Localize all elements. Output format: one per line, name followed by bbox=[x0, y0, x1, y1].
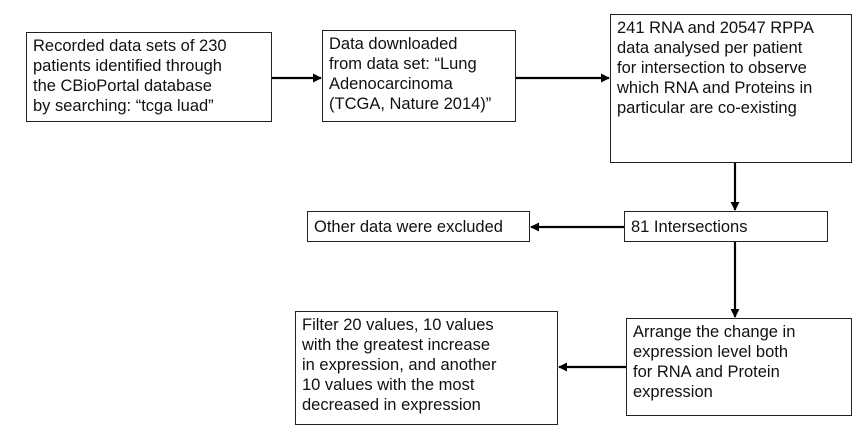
box-other-data-excluded: Other data were excluded bbox=[307, 211, 530, 242]
box-recorded-data-sets: Recorded data sets of 230 patients ident… bbox=[26, 32, 272, 122]
box-rna-rppa-analysis: 241 RNA and 20547 RPPA data analysed per… bbox=[610, 14, 852, 163]
box-data-downloaded: Data downloaded from data set: “Lung Ade… bbox=[322, 30, 516, 122]
box-filter-20-values: Filter 20 values, 10 values with the gre… bbox=[295, 311, 558, 425]
box-81-intersections: 81 Intersections bbox=[624, 211, 828, 242]
box-arrange-expression-change: Arrange the change in expression level b… bbox=[626, 318, 852, 416]
